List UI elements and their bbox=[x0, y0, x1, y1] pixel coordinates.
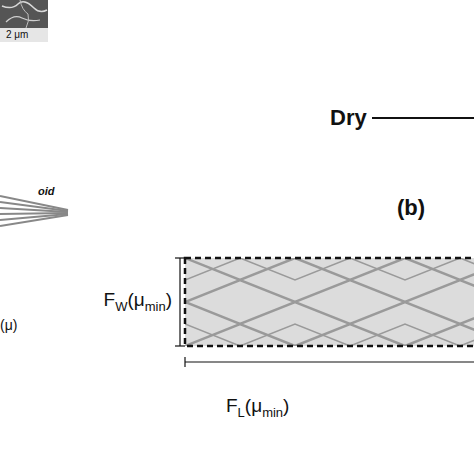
scale-bar-label: 2 μm bbox=[6, 30, 28, 40]
label-text: L bbox=[238, 405, 245, 420]
parameter-label: (μ) bbox=[0, 318, 17, 332]
label-text: F bbox=[226, 395, 238, 416]
dry-line bbox=[372, 117, 474, 119]
label-text: min bbox=[262, 405, 283, 420]
label-text: ) bbox=[166, 289, 172, 310]
label-text: min bbox=[145, 299, 166, 314]
label-text: (μ bbox=[245, 395, 262, 416]
structure-label: oid bbox=[38, 186, 55, 197]
width-dimension-label: FW(μmin) bbox=[104, 290, 172, 309]
label-text: W bbox=[115, 299, 127, 314]
length-dimension bbox=[185, 357, 474, 367]
label-text: (μ bbox=[127, 289, 144, 310]
panel-label: (b) bbox=[397, 197, 425, 219]
fiber-mat-rectangle bbox=[185, 258, 474, 346]
width-dimension bbox=[175, 258, 185, 346]
label-text: F bbox=[104, 289, 116, 310]
fiber-bundle bbox=[0, 196, 68, 226]
state-label: Dry bbox=[330, 107, 367, 129]
sem-micrograph bbox=[0, 0, 48, 42]
length-dimension-label: FL(μmin) bbox=[226, 396, 289, 415]
label-text: ) bbox=[283, 395, 289, 416]
